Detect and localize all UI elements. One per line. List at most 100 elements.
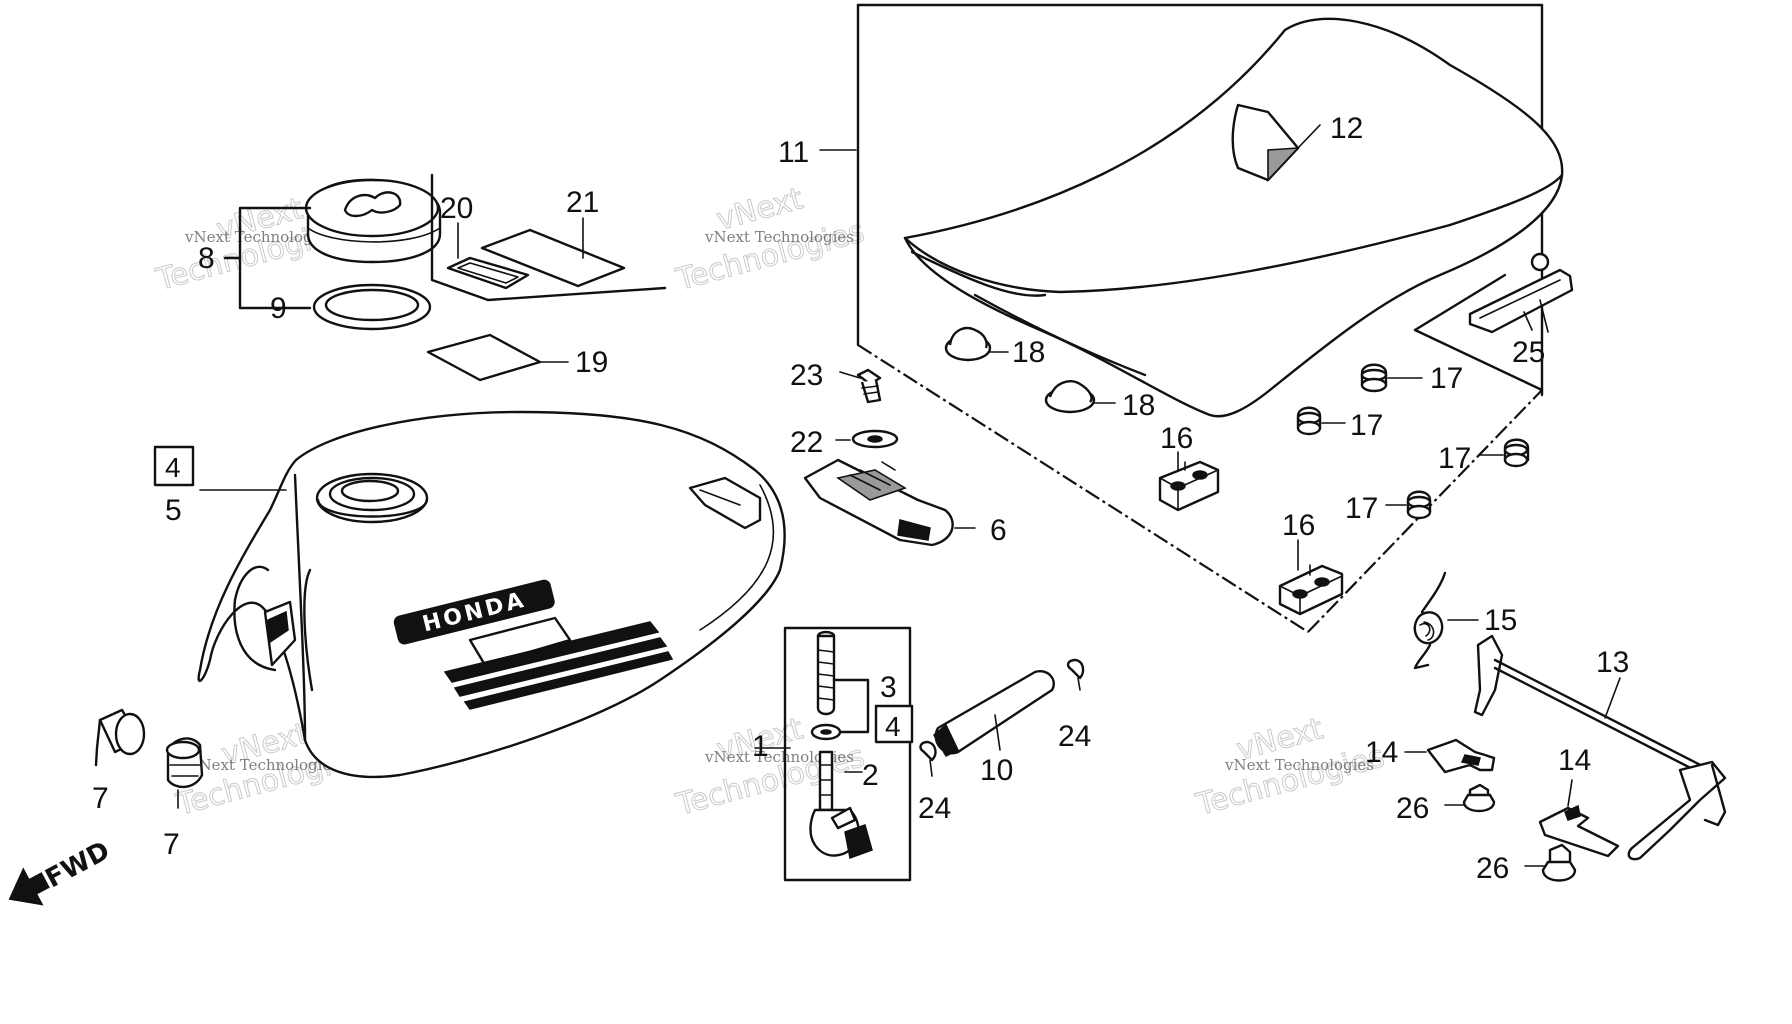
leader-22b [881, 461, 896, 471]
seat-plate-25 [1468, 252, 1574, 334]
tank-stripe-1 [443, 621, 660, 683]
boxed-4b [874, 704, 914, 744]
boxed-4a [153, 445, 195, 487]
callout-10: 10 [980, 754, 1013, 787]
tank-stripe-2 [453, 637, 668, 697]
seat-under-line [973, 293, 1147, 377]
fuel-cap-group [223, 173, 667, 382]
callout-18a: 18 [1012, 336, 1045, 369]
callout-26b: 26 [1476, 852, 1509, 885]
tank-rear-tab-line [699, 489, 741, 506]
fuel-valve-frame [783, 626, 912, 882]
callout-7a: 7 [92, 782, 109, 815]
watermark-company: vNext Technologies [704, 748, 854, 766]
leader-25 [1523, 311, 1533, 331]
callout-4b: 4 [885, 711, 901, 742]
callout-8: 8 [198, 242, 215, 275]
callout-14b: 14 [1558, 744, 1591, 777]
callout-2: 2 [862, 759, 879, 792]
watermark-line2: Technologies [672, 214, 868, 298]
hinge-group [803, 368, 976, 547]
cushion-7a [94, 708, 146, 767]
fuel-cap-handle [343, 191, 402, 218]
callout-16a: 16 [1160, 422, 1193, 455]
lock-hook [1627, 760, 1727, 861]
forward-arrow: FWD [8, 836, 115, 906]
seat-frame-inner2 [1413, 273, 1507, 332]
callout-18b: 18 [1122, 389, 1155, 422]
cushion-17d [1385, 490, 1432, 520]
cushion-18b [1044, 380, 1116, 414]
cushion-17c [1479, 438, 1530, 468]
label-20-inner [457, 262, 519, 284]
callout-12: 12 [1330, 112, 1363, 145]
callout-14a: 14 [1365, 736, 1398, 769]
callout-26a: 26 [1396, 792, 1429, 825]
tank-filler-inner [340, 479, 400, 503]
callout-13: 13 [1596, 646, 1629, 679]
tank-stripe-box [468, 616, 572, 667]
lock-rod-top [1493, 658, 1722, 777]
tank-rear-curve [699, 484, 775, 631]
fuel-hose-group [919, 658, 1085, 777]
fuel-cap-ridge [307, 227, 441, 243]
arrow-icon [8, 867, 50, 906]
seat-lock-group [1404, 571, 1727, 882]
watermark-company: vNext Technologies [704, 228, 854, 246]
bracket-3 [832, 678, 870, 734]
spring-coil [1413, 611, 1444, 645]
spring-wire [1420, 571, 1447, 614]
leader-12 [1297, 124, 1321, 149]
callout-22: 22 [790, 426, 823, 459]
leader-lines [819, 149, 1533, 571]
emblem-frame [430, 173, 667, 302]
watermark-company: vNext Technologies [189, 756, 339, 774]
label-21 [480, 228, 626, 288]
callout-17a: 17 [1430, 362, 1463, 395]
tank-front-edge [293, 473, 307, 742]
cushion-18a [944, 326, 1009, 362]
callout-6: 6 [990, 514, 1007, 547]
callout-24b: 24 [1058, 720, 1091, 753]
seat-strap-shade [1267, 147, 1300, 183]
seat-frame-inner [1413, 328, 1544, 392]
callout-23: 23 [790, 359, 823, 392]
callout-4a: 4 [165, 452, 181, 483]
callout-19: 19 [575, 346, 608, 379]
callout-16b: 16 [1282, 509, 1315, 542]
seat-assembly [856, 3, 1574, 633]
callout-11: 11 [778, 136, 809, 169]
callout-17c: 17 [1438, 442, 1471, 475]
callout-3: 3 [880, 671, 897, 704]
fuel-tank: HONDA [197, 410, 786, 779]
bracket-14a [1426, 738, 1496, 774]
leader-14b [1567, 779, 1573, 807]
tank-filler-base [316, 498, 429, 518]
lock-lever [1473, 634, 1504, 717]
block-16a [1158, 460, 1220, 512]
label-20 [446, 256, 530, 290]
cushion-7b [165, 737, 204, 809]
callout-numbers: 1 2 3 4 4 5 6 7 7 8 9 10 11 12 13 14 14 … [92, 112, 1629, 885]
callout-20: 20 [440, 192, 473, 225]
block-16b [1278, 564, 1344, 616]
tank-side-curve [303, 568, 314, 692]
seat-body [903, 17, 1564, 418]
seat-frame-bottom-left [857, 344, 1309, 633]
fwd-label: FWD [41, 836, 115, 894]
callout-24a: 24 [918, 792, 951, 825]
callout-17d: 17 [1345, 492, 1378, 525]
callout-21: 21 [566, 186, 599, 219]
tank-rear-tab [688, 476, 762, 530]
spring-tail [1413, 643, 1432, 670]
tank-stripe-3 [463, 651, 674, 710]
spring-coil-lines [1419, 621, 1435, 641]
seat-side-line [910, 250, 1047, 297]
cushion-17b [1296, 406, 1346, 436]
callout-5: 5 [165, 494, 182, 527]
callout-9: 9 [270, 292, 287, 325]
callout-25: 25 [1512, 336, 1545, 369]
fuel-valve-group [754, 626, 914, 882]
watermark-company: vNext Technologies [184, 228, 334, 246]
